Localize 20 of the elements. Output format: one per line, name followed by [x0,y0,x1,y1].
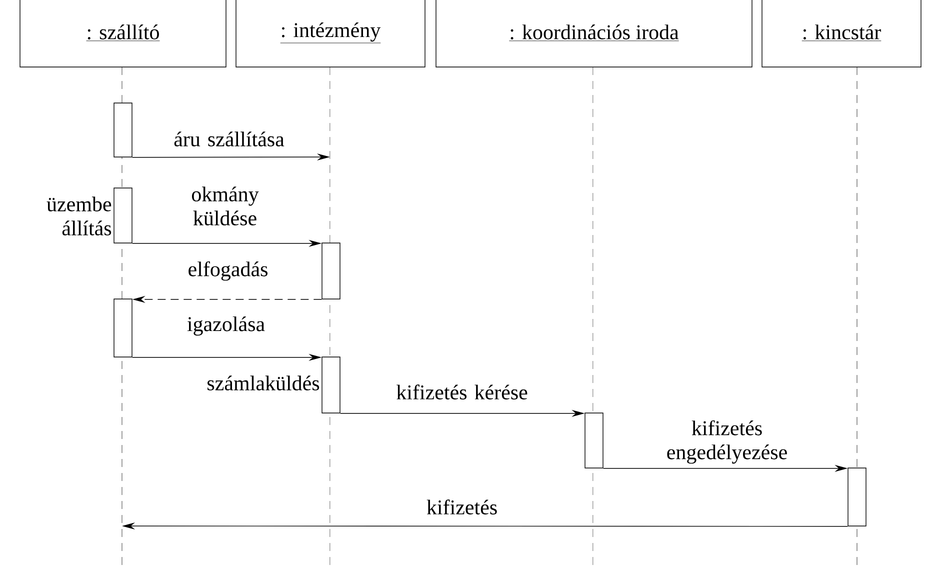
edge-label: elfogadás [188,261,268,281]
lifeline-header-box: : intézmény [236,0,426,68]
activation-note: üzembe állítás [46,196,112,236]
activation-bar [322,356,340,414]
activation-bar [584,412,604,468]
lifeline-header-box: : kincstár [762,0,922,68]
activation-note: számlaküldés [208,376,320,390]
edge-label: igazolása [187,316,265,336]
edge-label: kifizetés [426,500,497,514]
lifeline-header-box: : szállító [20,0,226,68]
lifeline-header-box: : koordinációs iroda [436,0,752,68]
edge-label: okmány küldése [192,186,259,226]
activation-bar [848,468,866,526]
activation-bar [114,298,132,358]
edge-label: kifizetés kérése [396,384,528,400]
activation-bar [114,188,132,244]
activation-bar [322,242,340,300]
activation-bar [114,102,132,158]
edge-label: kifizetés engedélyezése [667,420,787,464]
edge-label: áru szállítása [174,132,284,146]
